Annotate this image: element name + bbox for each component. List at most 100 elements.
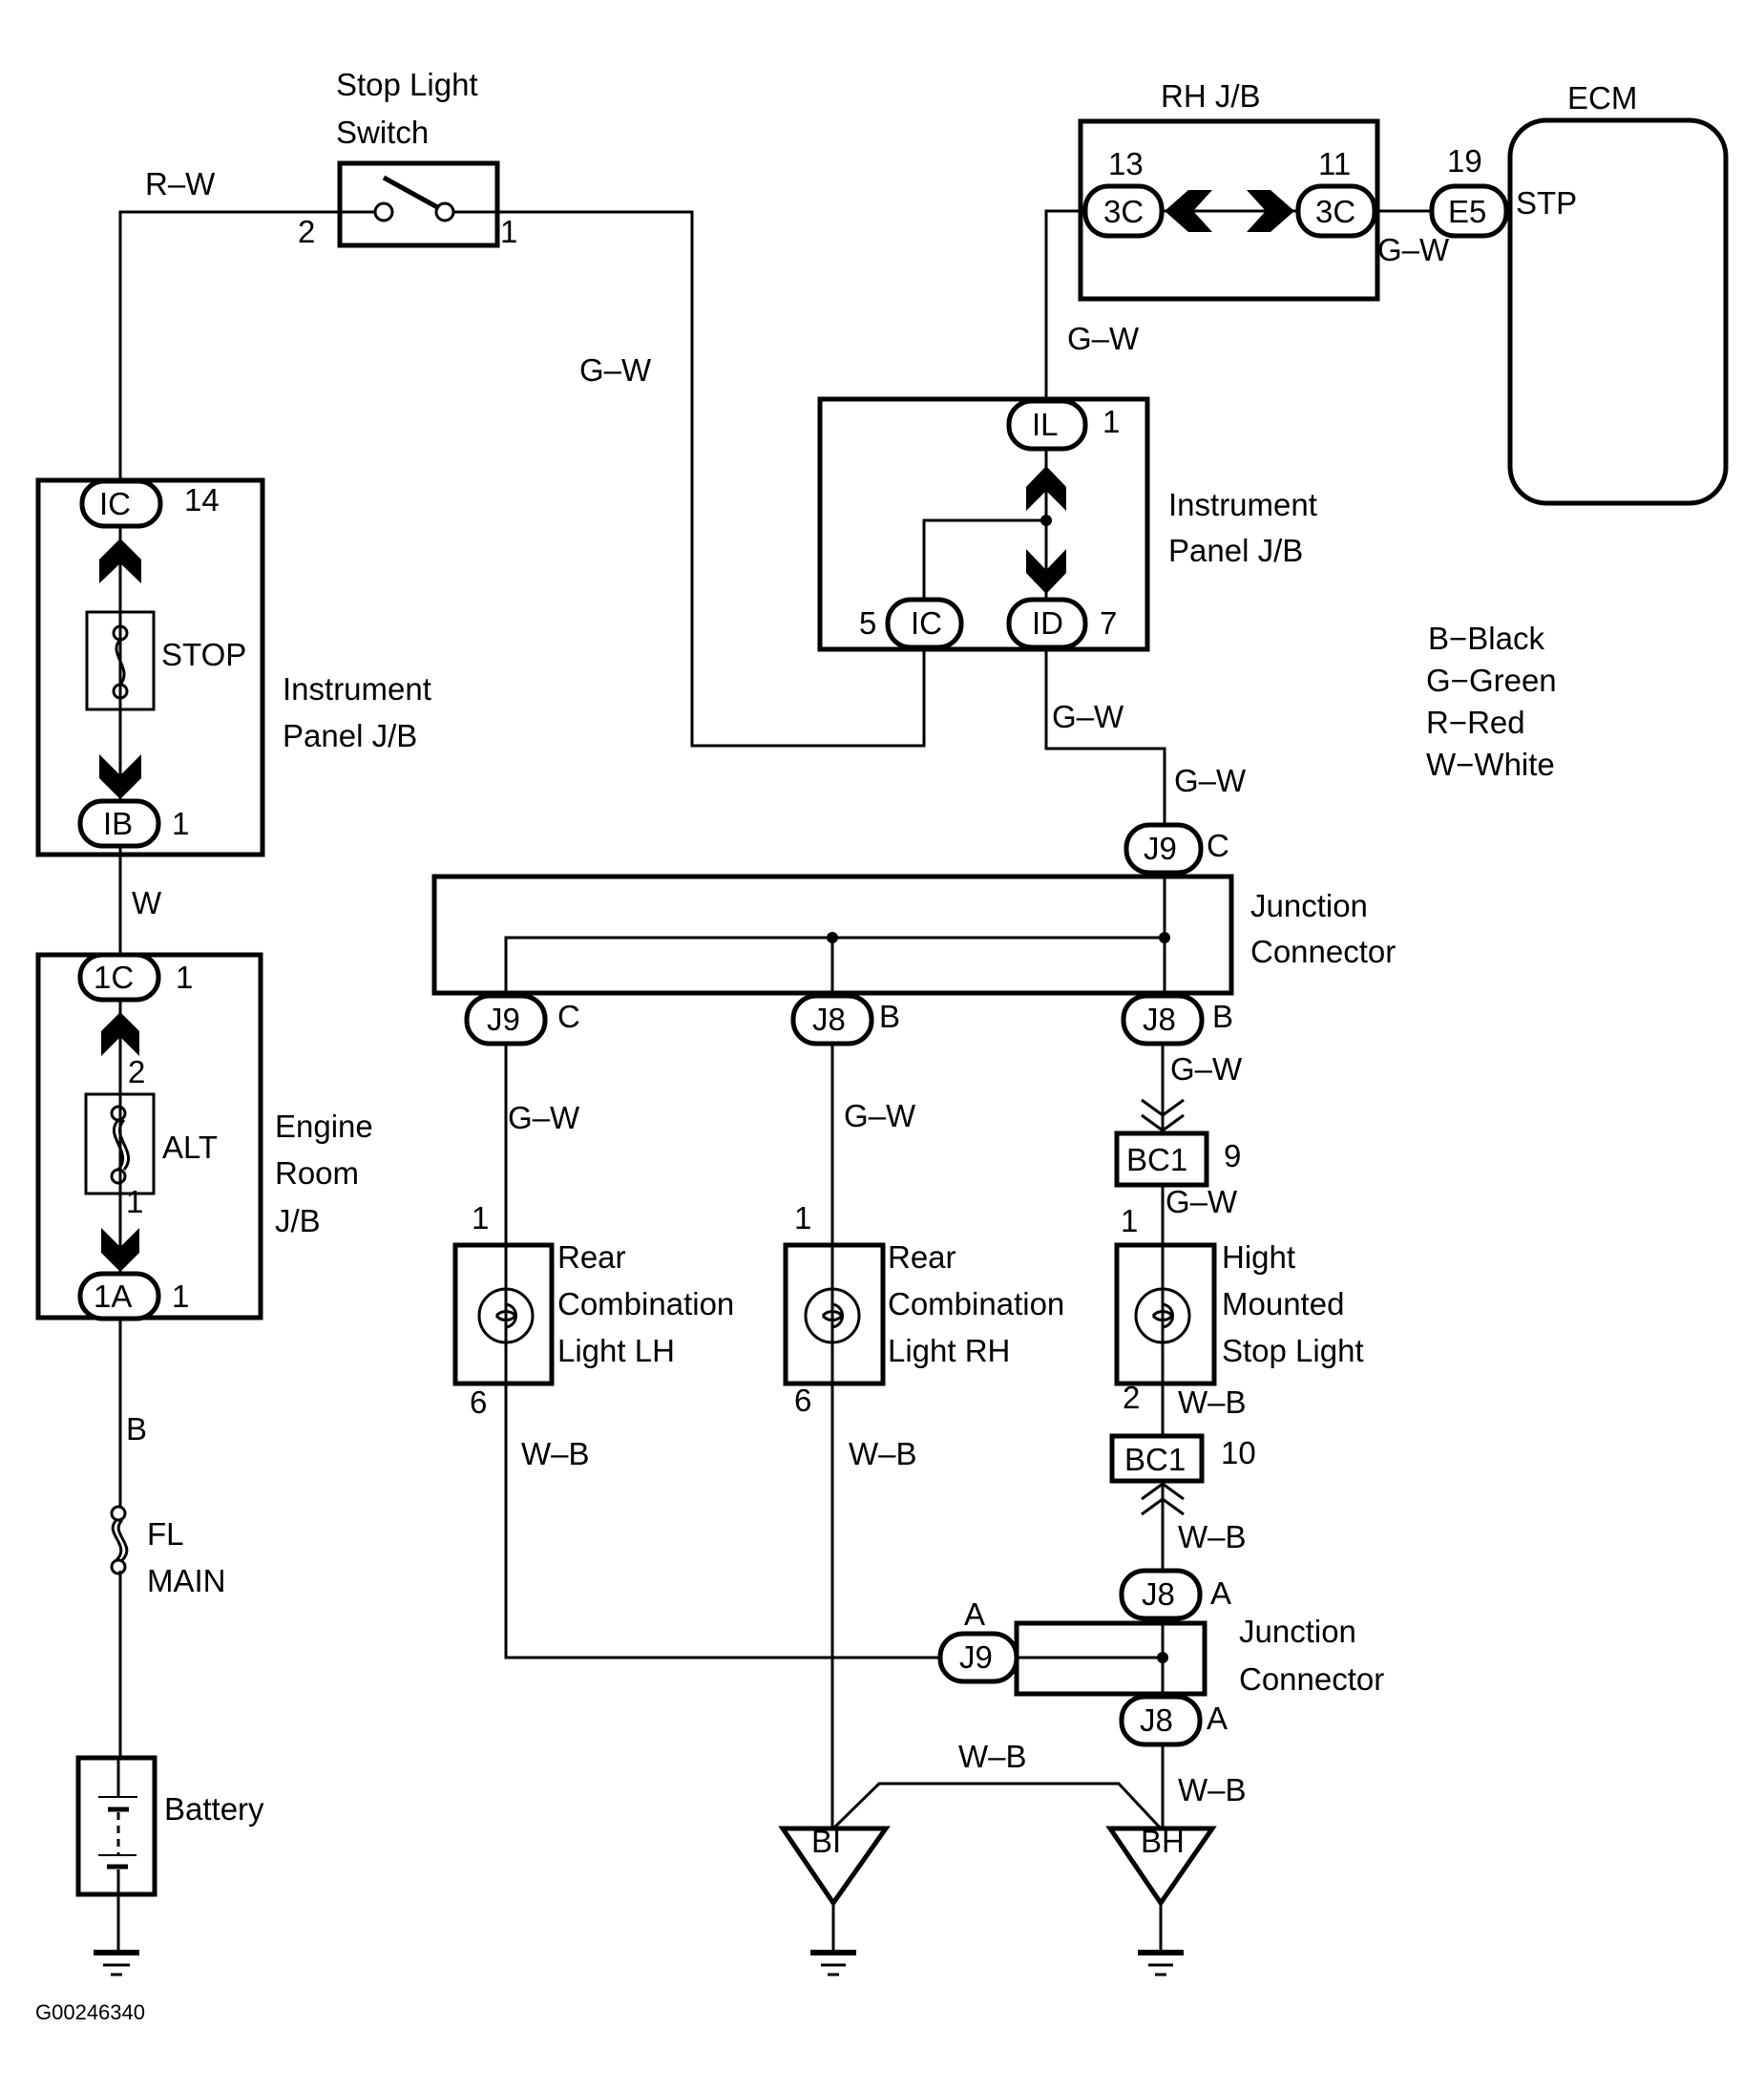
pin-a-bottom: A [1207, 1701, 1228, 1736]
wire-r-w [118, 210, 340, 480]
wire-label-g-w-ecm: G–W [1377, 232, 1450, 267]
ip-jb-right-label-2: Panel J/B [1168, 533, 1303, 568]
wire-label-w: W [132, 885, 162, 920]
wire-label-g-w-il: G–W [1067, 321, 1140, 356]
connector-j8-a-top: J8 [1142, 1576, 1175, 1612]
pin-b-2: B [1212, 999, 1233, 1034]
wire-label-w-b-bh: W–B [1178, 1772, 1247, 1807]
ecm: E5 19 STP [1429, 117, 1729, 506]
rh-label-3: Light RH [888, 1333, 1010, 1368]
pin-1-il: 1 [1102, 404, 1120, 439]
connector-j9-top: J9 [1144, 831, 1177, 866]
wire-label-w-b-hmsl: W–B [1178, 1384, 1247, 1420]
junction-lower-label-2: Connector [1239, 1661, 1384, 1697]
legend-item: R−Red [1426, 705, 1525, 740]
connector-arrow-left-icon [1165, 190, 1212, 232]
connector-arrow-down-icon [1026, 549, 1066, 594]
wire-label-g-w-bc1: G–W [1170, 1051, 1243, 1087]
plug-chevron-icon [1141, 1098, 1185, 1132]
stop-switch-label-1: Stop Light [336, 67, 478, 102]
pin-a-top: A [1210, 1575, 1231, 1611]
connector-j9-a: J9 [959, 1639, 993, 1675]
connector-arrow-down-icon [99, 754, 141, 799]
connector-j8-a-bottom: J8 [1140, 1702, 1173, 1738]
pin-c: C [557, 999, 580, 1034]
ecm-terminal-stp: STP [1516, 185, 1577, 221]
pin-a-left: A [964, 1596, 985, 1632]
splice-dot [827, 932, 838, 943]
switch-contact-icon [373, 201, 394, 222]
wire-label-w-b-bridge: W–B [958, 1739, 1027, 1774]
pin-19: 19 [1447, 143, 1482, 179]
lh-label-2: Combination [557, 1286, 734, 1321]
wire-label-b: B [126, 1411, 147, 1447]
pin-b-1: B [879, 999, 900, 1034]
wire-junction-bus-h [504, 936, 1165, 1003]
connector-ic-right: IC [911, 605, 942, 641]
wire-ipjb-r-branch [922, 518, 1046, 611]
connector-j8-b-1: J8 [812, 1002, 846, 1037]
bc1-9-label: BC1 [1126, 1142, 1187, 1177]
ground-bi-label: BI [811, 1824, 841, 1859]
connector-arrow-up-icon [1026, 466, 1066, 511]
junction-connector-upper: J9 C J9 C J8 B J8 B [431, 822, 1234, 1046]
connector-1a: 1A [94, 1278, 132, 1314]
connector-j9-c: J9 [487, 1002, 520, 1037]
pin-1-1a: 1 [172, 1278, 189, 1314]
rh-pin-1: 1 [794, 1200, 811, 1236]
pin-1-ib: 1 [172, 806, 189, 841]
rh-jb: 3C 13 3C 11 [1078, 118, 1380, 302]
pin-7: 7 [1100, 605, 1117, 641]
lh-pin-6: 6 [470, 1384, 487, 1420]
wire-label-g-w-id: G–W [1052, 699, 1124, 734]
hmsl-label-2: Mounted [1222, 1286, 1344, 1321]
connector-e5: E5 [1448, 194, 1486, 229]
legend-item: B−Black [1428, 621, 1544, 656]
stop-switch-label-2: Switch [336, 115, 429, 150]
legend-item: W−White [1426, 747, 1555, 782]
switch-contact-icon [434, 201, 455, 222]
wire-label-w-b-rh: W–B [849, 1436, 917, 1471]
lh-pin-1: 1 [472, 1200, 489, 1236]
hmsl-label-1: Hight [1222, 1239, 1295, 1275]
rh-label-1: Rear [888, 1239, 956, 1275]
connector-j8-b-2: J8 [1143, 1002, 1176, 1037]
wire-label-g-w-hmsl: G–W [1166, 1184, 1238, 1219]
splice-dot [1040, 515, 1052, 526]
hmsl-pin-2: 2 [1123, 1380, 1140, 1415]
connector-arrow-right-icon [1247, 190, 1294, 232]
lh-label-3: Light LH [557, 1333, 675, 1368]
battery [75, 1755, 158, 1897]
legend-item: G−Green [1426, 663, 1557, 698]
ground-icon [810, 1950, 856, 1976]
fl-main-fuse [110, 1505, 129, 1575]
connector-ib: IB [103, 806, 133, 841]
ecm-label: ECM [1567, 80, 1637, 116]
connector-il: IL [1032, 407, 1059, 442]
fuse-icon [115, 638, 126, 686]
stop-switch-pin-2: 2 [298, 214, 315, 249]
wire-label-g-w-lh: G–W [508, 1100, 580, 1135]
wire-label-g-w-rh: G–W [844, 1098, 916, 1133]
connector-3c-left: 3C [1103, 194, 1144, 229]
stop-switch-pin-1: 1 [500, 214, 517, 249]
rear-combination-light-lh: 1 6 Rear Combination Light LH [452, 1200, 734, 1420]
engine-room-label-2: Room [275, 1155, 359, 1191]
wire-label-g-w-1: G–W [579, 352, 652, 388]
wire-w-b-lh [504, 1384, 950, 1659]
connector-bc1-9: BC1 9 [1114, 1098, 1241, 1188]
pin-13: 13 [1108, 146, 1144, 181]
junction-upper-label-2: Connector [1250, 934, 1396, 969]
pin-14: 14 [184, 482, 220, 518]
alt-pin-1: 1 [126, 1184, 143, 1219]
hmsl-label-3: Stop Light [1222, 1333, 1364, 1368]
ground-point-bh: BH [1105, 1824, 1217, 1908]
connector-3c-right: 3C [1315, 194, 1355, 229]
alt-pin-2: 2 [128, 1054, 145, 1089]
connector-arrow-up-icon [101, 1012, 139, 1056]
ground-icon [1138, 1950, 1184, 1976]
color-legend: B−Black G−Green R−Red W−White [1426, 621, 1557, 782]
splice-dot [1159, 932, 1170, 943]
fl-main-label-1: FL [147, 1516, 184, 1552]
